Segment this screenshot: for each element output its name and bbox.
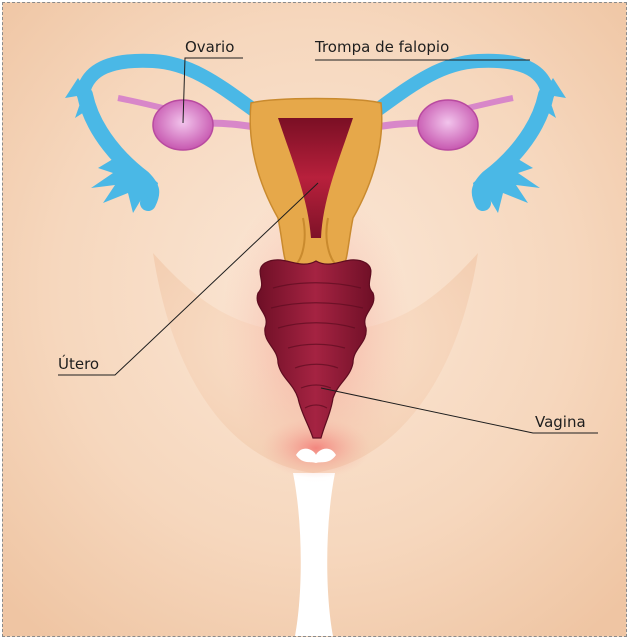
ovary-right <box>418 100 478 150</box>
label-fallopian-tube: Trompa de falopio <box>314 38 449 56</box>
label-vagina: Vagina <box>535 413 586 431</box>
label-uterus: Útero <box>58 354 99 373</box>
label-ovary: Ovario <box>185 38 234 56</box>
anatomy-diagram: Ovario Trompa de falopio Útero Vagina <box>3 3 626 636</box>
